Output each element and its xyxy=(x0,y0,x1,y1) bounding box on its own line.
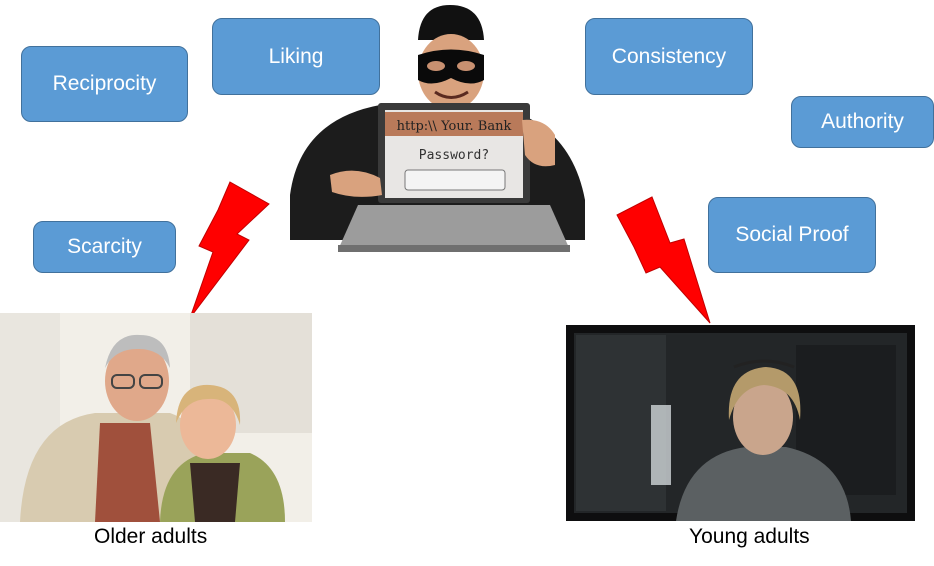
laptop-password-label: Password? xyxy=(419,148,489,163)
young-adults-photo xyxy=(566,325,915,521)
laptop-url-text: http:\\ Your. Bank xyxy=(397,119,512,134)
lightning-bolt-right xyxy=(616,196,711,324)
principle-social-proof: Social Proof xyxy=(708,197,876,273)
older-adults-photo xyxy=(0,313,312,522)
lightning-bolt-left xyxy=(189,181,270,319)
principle-scarcity: Scarcity xyxy=(33,221,176,273)
caption-older-adults: Older adults xyxy=(94,525,208,548)
principle-reciprocity: Reciprocity xyxy=(21,46,188,122)
principle-authority: Authority xyxy=(791,96,934,148)
principle-consistency: Consistency xyxy=(585,18,753,95)
principle-liking: Liking xyxy=(212,18,380,95)
hacker-image: http:\\ Your. Bank Password? xyxy=(270,0,600,270)
caption-young-adults: Young adults xyxy=(689,525,810,548)
